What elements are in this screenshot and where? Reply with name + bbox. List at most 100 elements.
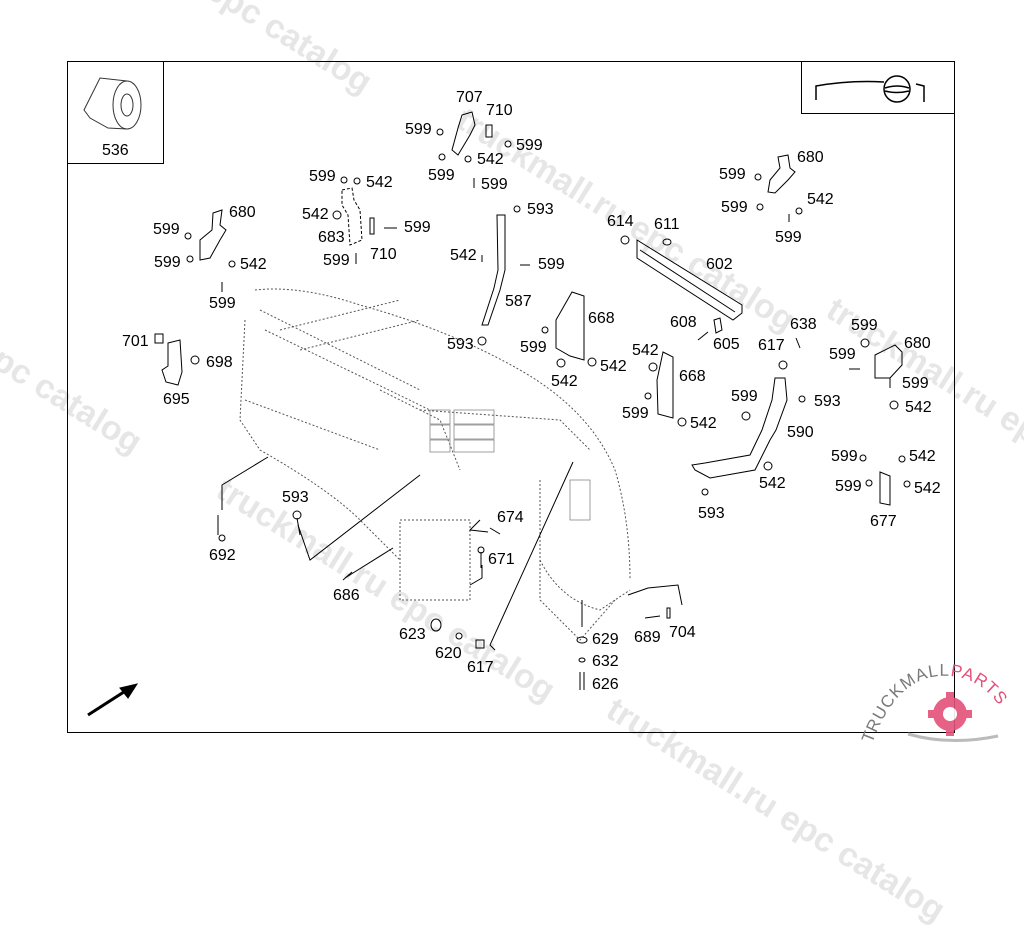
callout-680[interactable]: 680 xyxy=(229,204,256,221)
callout-599[interactable]: 599 xyxy=(902,375,929,392)
bracket-590 xyxy=(691,377,788,479)
svg-text:TRUCKMALLPARTS: TRUCKMALLPARTS xyxy=(858,662,1011,745)
callout-599[interactable]: 599 xyxy=(405,121,432,138)
callout-542[interactable]: 542 xyxy=(366,174,393,191)
callout-599[interactable]: 599 xyxy=(404,219,431,236)
callout-542[interactable]: 542 xyxy=(600,358,627,375)
callout-632[interactable]: 632 xyxy=(592,653,619,670)
bracket-695 xyxy=(161,339,183,386)
nut-icon xyxy=(860,338,870,348)
callout-599[interactable]: 599 xyxy=(323,252,350,269)
callout-710[interactable]: 710 xyxy=(370,246,397,263)
callout-680[interactable]: 680 xyxy=(904,335,931,352)
callout-677[interactable]: 677 xyxy=(870,513,897,530)
callout-614[interactable]: 614 xyxy=(607,213,634,230)
clip-710 xyxy=(485,124,493,138)
bolt-icon xyxy=(190,355,200,365)
callout-623[interactable]: 623 xyxy=(399,626,426,643)
callout-710[interactable]: 710 xyxy=(486,102,513,119)
callout-611[interactable]: 611 xyxy=(654,216,680,233)
bracket-707 xyxy=(451,111,476,156)
nut-icon xyxy=(228,260,236,268)
callout-599[interactable]: 599 xyxy=(538,256,565,273)
callout-599[interactable]: 599 xyxy=(831,448,858,465)
callout-617[interactable]: 617 xyxy=(467,659,494,676)
callout-599[interactable]: 599 xyxy=(428,167,455,184)
callout-599[interactable]: 599 xyxy=(719,166,746,183)
callout-605[interactable]: 605 xyxy=(713,336,740,353)
truckmallparts-logo: TRUCKMALLPARTS xyxy=(858,662,1011,745)
callout-599[interactable]: 599 xyxy=(851,317,878,334)
callout-599[interactable]: 599 xyxy=(209,295,236,312)
callout-542[interactable]: 542 xyxy=(909,448,936,465)
callout-542[interactable]: 542 xyxy=(690,415,717,432)
screw-head xyxy=(292,510,302,520)
nut-icon xyxy=(477,336,487,346)
callout-620[interactable]: 620 xyxy=(435,645,462,662)
callout-599[interactable]: 599 xyxy=(481,176,508,193)
callout-608[interactable]: 608 xyxy=(670,314,697,331)
callout-599[interactable]: 599 xyxy=(309,168,336,185)
callout-599[interactable]: 599 xyxy=(775,229,802,246)
callout-701[interactable]: 701 xyxy=(122,333,149,350)
callout-542[interactable]: 542 xyxy=(632,342,659,359)
callout-707[interactable]: 707 xyxy=(456,89,483,106)
callout-599[interactable]: 599 xyxy=(721,199,748,216)
callout-542[interactable]: 542 xyxy=(807,191,834,208)
callout-542[interactable]: 542 xyxy=(477,151,504,168)
callout-698[interactable]: 698 xyxy=(206,354,233,371)
callout-593[interactable]: 593 xyxy=(447,336,474,353)
callout-680[interactable]: 680 xyxy=(797,149,824,166)
callout-593[interactable]: 593 xyxy=(282,489,309,506)
callout-689[interactable]: 689 xyxy=(634,629,661,646)
nut-icon xyxy=(677,417,687,427)
nut-icon xyxy=(556,358,566,368)
callout-542[interactable]: 542 xyxy=(240,256,267,273)
callout-674[interactable]: 674 xyxy=(497,509,524,526)
callout-542[interactable]: 542 xyxy=(450,247,477,264)
callout-599[interactable]: 599 xyxy=(829,346,856,363)
callout-704[interactable]: 704 xyxy=(669,624,696,641)
nut-icon xyxy=(353,177,361,185)
cap-623 xyxy=(430,618,442,632)
callout-668[interactable]: 668 xyxy=(679,368,706,385)
callout-542[interactable]: 542 xyxy=(905,399,932,416)
nut-icon xyxy=(620,235,630,245)
callout-638[interactable]: 638 xyxy=(790,316,817,333)
callout-686[interactable]: 686 xyxy=(333,587,360,604)
callout-629[interactable]: 629 xyxy=(592,631,619,648)
strut-587 xyxy=(481,214,506,326)
callout-593[interactable]: 593 xyxy=(527,201,554,218)
callout-602[interactable]: 602 xyxy=(706,256,733,273)
callout-683[interactable]: 683 xyxy=(318,229,345,246)
callout-626[interactable]: 626 xyxy=(592,676,619,693)
callout-599[interactable]: 599 xyxy=(622,405,649,422)
callout-590[interactable]: 590 xyxy=(787,424,814,441)
exploded-parts-diagram xyxy=(83,75,925,717)
callout-599[interactable]: 599 xyxy=(731,388,758,405)
callout-599[interactable]: 599 xyxy=(153,221,180,238)
nut-icon xyxy=(648,362,658,372)
callout-587[interactable]: 587 xyxy=(505,293,532,310)
callout-599[interactable]: 599 xyxy=(154,254,181,271)
rail-602 xyxy=(636,239,743,321)
bolt-icon xyxy=(859,454,867,462)
callout-542[interactable]: 542 xyxy=(302,206,329,223)
callout-542[interactable]: 542 xyxy=(914,480,941,497)
callout-593[interactable]: 593 xyxy=(698,505,725,522)
callout-599[interactable]: 599 xyxy=(835,478,862,495)
callout-695[interactable]: 695 xyxy=(163,391,190,408)
nut-icon xyxy=(513,205,521,213)
callout-671[interactable]: 671 xyxy=(488,551,515,568)
bolt-icon xyxy=(865,479,873,487)
callout-599[interactable]: 599 xyxy=(520,339,547,356)
callout-599[interactable]: 599 xyxy=(516,137,543,154)
callout-593[interactable]: 593 xyxy=(814,393,841,410)
callout-617[interactable]: 617 xyxy=(758,337,785,354)
callout-542[interactable]: 542 xyxy=(759,475,786,492)
callout-542[interactable]: 542 xyxy=(551,373,578,390)
bolt-icon xyxy=(186,255,194,263)
callout-692[interactable]: 692 xyxy=(209,547,236,564)
callout-536[interactable]: 536 xyxy=(102,142,129,159)
callout-668[interactable]: 668 xyxy=(588,310,615,327)
